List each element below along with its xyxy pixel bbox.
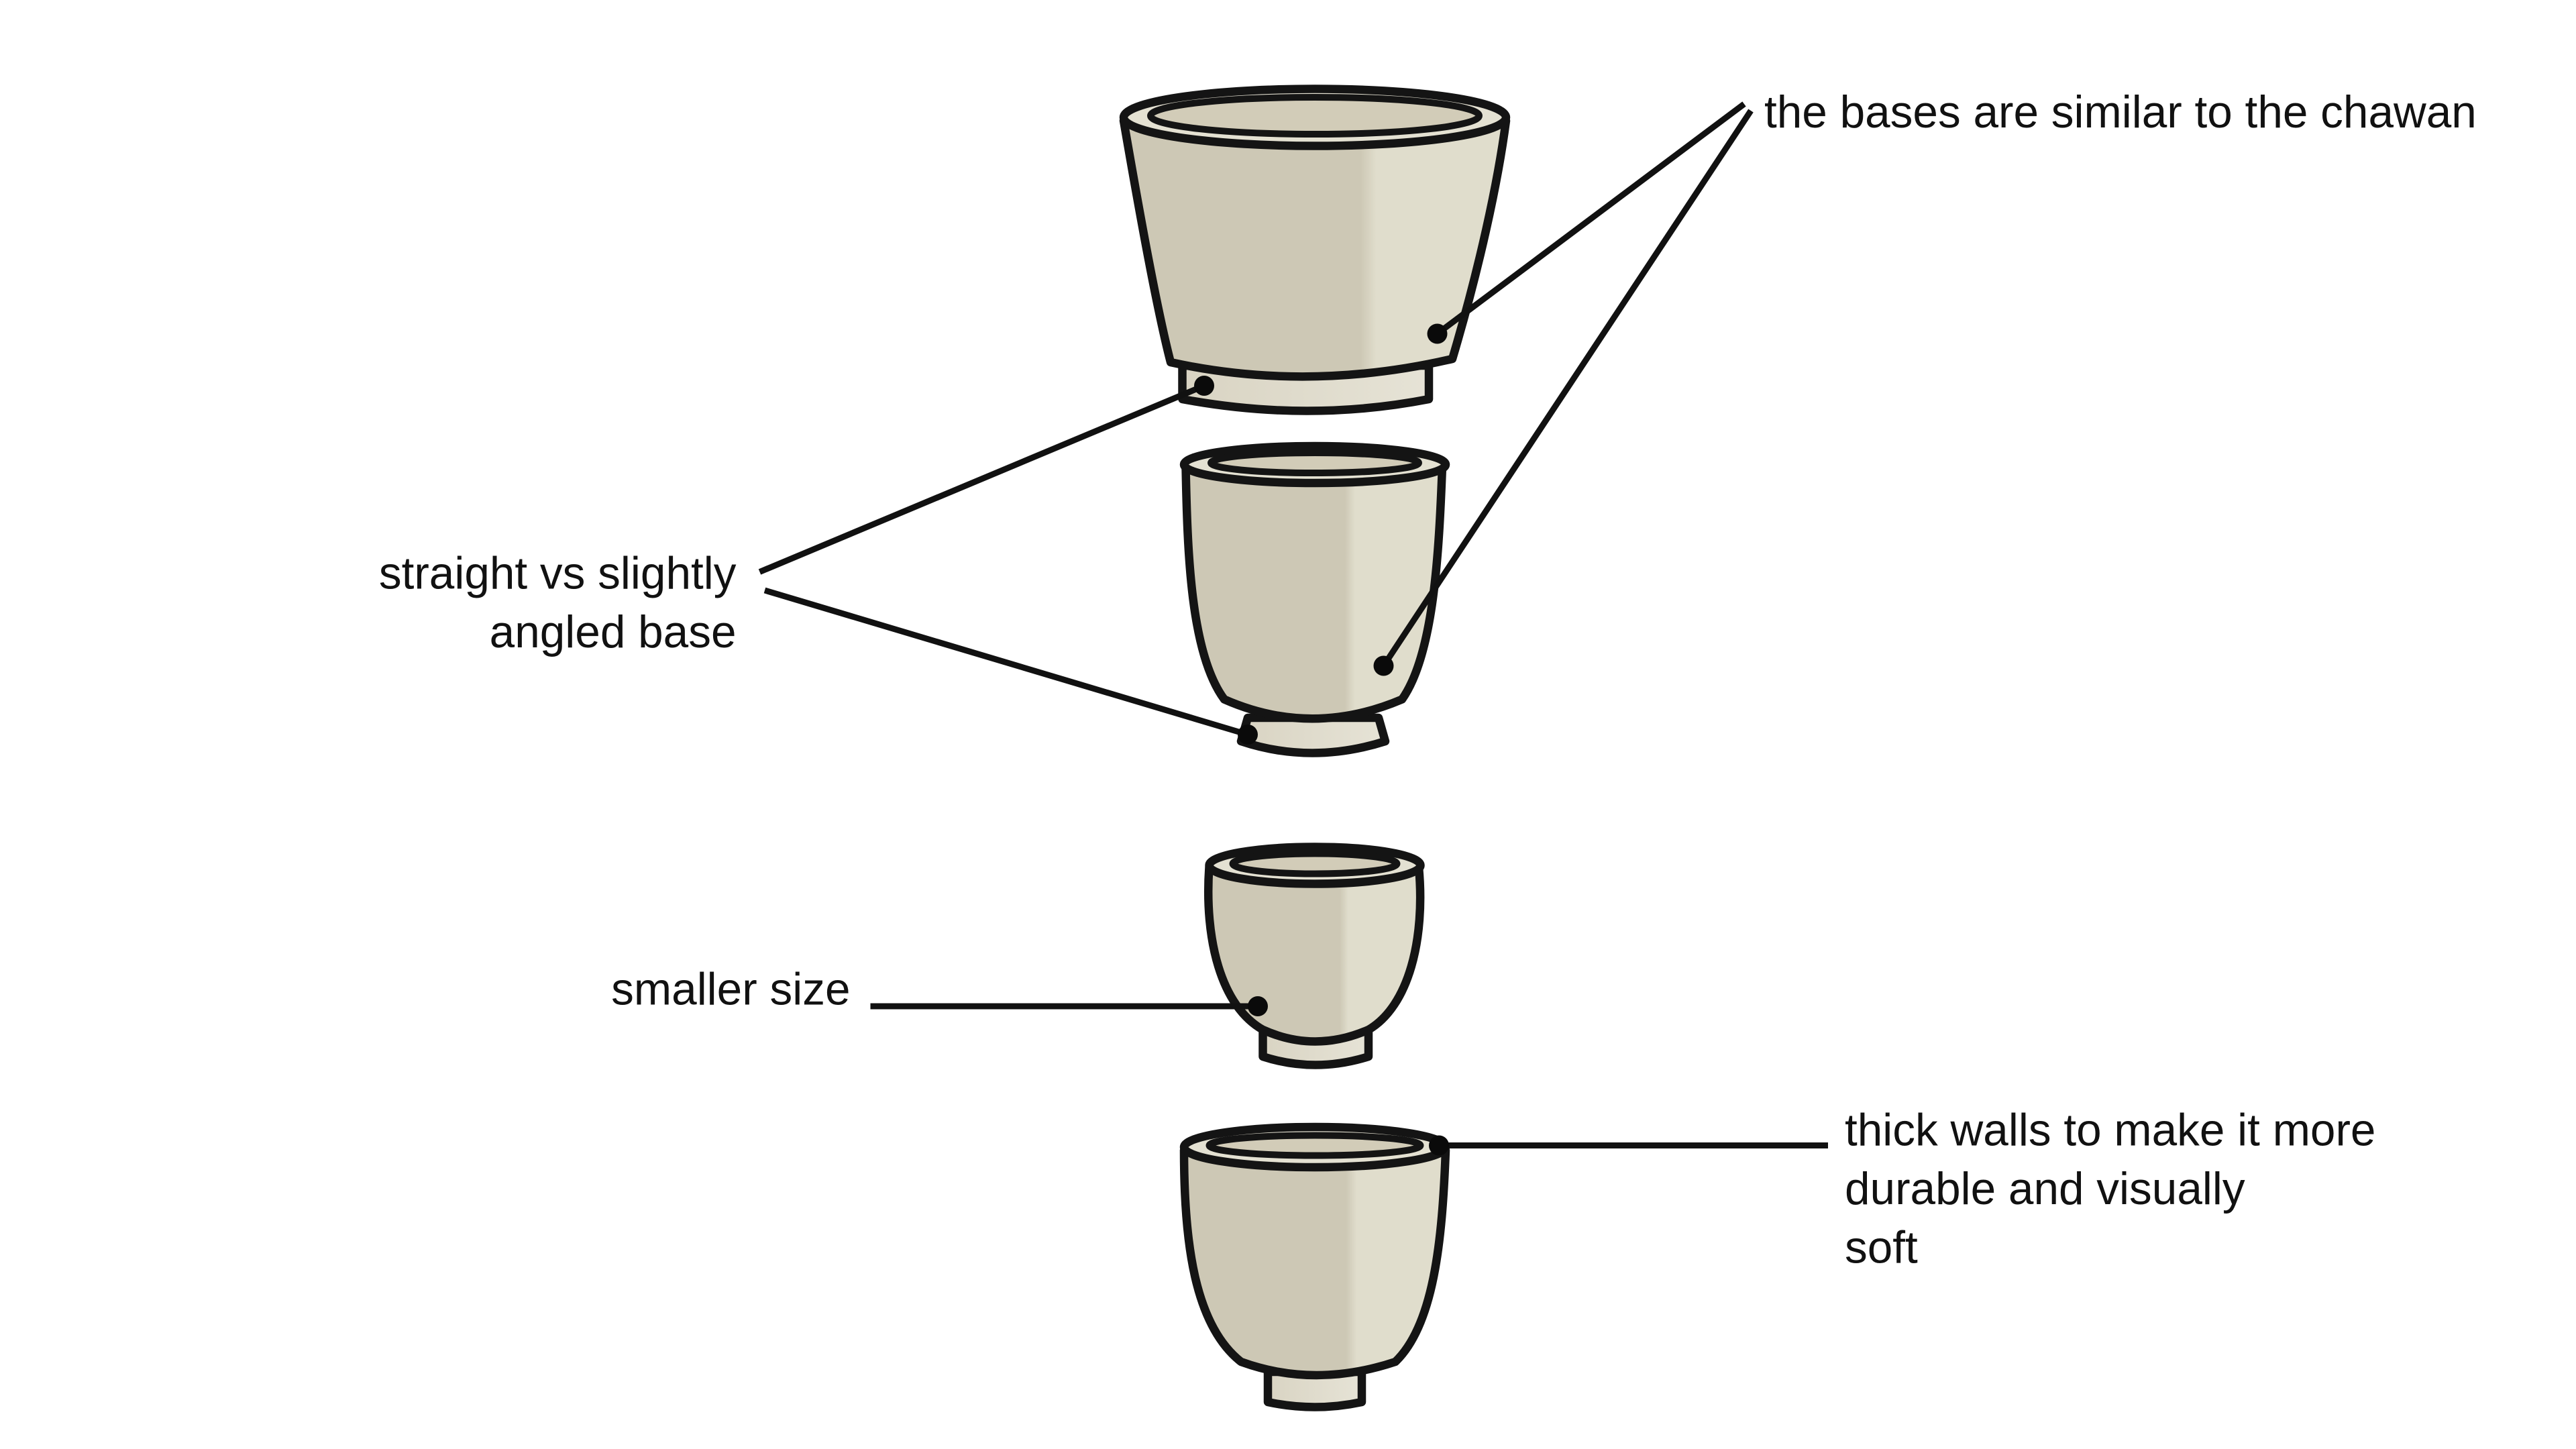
cup-thick-walls	[1179, 1122, 1450, 1411]
cup-tall-body	[1181, 462, 1447, 723]
cup-thick-body	[1179, 1146, 1450, 1380]
cup-thick-foot	[1263, 1367, 1366, 1411]
leader-base-to-cup2	[763, 587, 1249, 738]
annotation-thick-walls-line1: thick walls to make it more	[1845, 1106, 2375, 1156]
callout-dot-cup4-rim	[1429, 1135, 1449, 1156]
cup-thick-inner	[1205, 1132, 1424, 1159]
cup-wide-chawan	[1119, 85, 1511, 415]
cup-small	[1203, 843, 1425, 1069]
annotation-smaller-size: smaller size	[611, 965, 850, 1015]
callout-dot-cup3-body	[1248, 996, 1268, 1016]
cup-wide-inner	[1147, 94, 1483, 138]
leader-base-to-cup1	[758, 382, 1205, 575]
annotation-thick-walls-line2: durable and visually	[1845, 1164, 2245, 1214]
cup-tall	[1179, 441, 1450, 757]
cup-tall-foot	[1236, 713, 1390, 757]
cup-tall-inner	[1208, 449, 1422, 476]
leader-lines	[758, 101, 1828, 1148]
annotation-straight-vs-angled-line1: straight vs slightly	[379, 549, 737, 599]
cup-wide-body	[1119, 116, 1511, 381]
cup-small-inner	[1229, 850, 1401, 877]
annotation-bases-similar: the bases are similar to the chawan	[1764, 87, 2477, 138]
annotation-labels: the bases are similar to the chawan stra…	[379, 87, 2477, 1273]
annotation-straight-vs-angled-line2: angled base	[490, 607, 737, 657]
annotation-thick-walls-line3: soft	[1845, 1223, 1918, 1273]
cup-small-body	[1203, 863, 1425, 1046]
callout-dot-cup1-base	[1194, 376, 1214, 396]
callout-dots	[1194, 323, 1449, 1156]
leader-bases-to-cup2	[1381, 109, 1754, 667]
callout-dot-cup1-body	[1427, 323, 1448, 344]
callout-dot-cup2-base	[1238, 724, 1258, 745]
callout-dot-cup2-body	[1373, 655, 1394, 676]
leader-bases-to-cup1	[1435, 101, 1746, 337]
